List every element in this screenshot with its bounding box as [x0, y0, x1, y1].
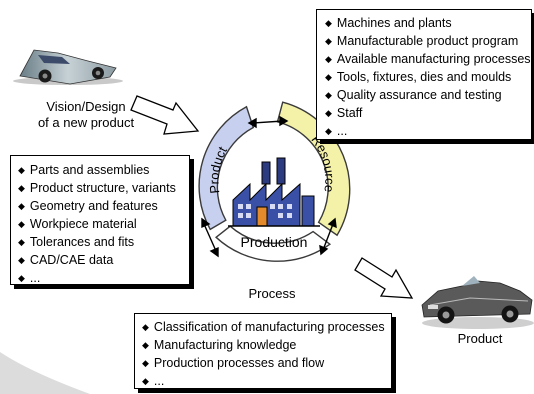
process-item: Classification of manufacturing processe…	[142, 319, 385, 337]
product-item: Product structure, variants	[18, 180, 183, 198]
double-arrow-resource-process	[319, 217, 337, 256]
product-item: Workpiece material	[18, 216, 183, 234]
product-item: Parts and assemblies	[18, 162, 183, 180]
double-arrow-product-resource	[247, 115, 289, 129]
resource-item: Available manufacturing processes	[325, 51, 531, 69]
vision-design-caption: Vision/Design of a new product	[30, 99, 142, 131]
output-arrow	[354, 257, 414, 299]
resource-item: Quality assurance and testing	[325, 87, 525, 105]
production-center-label: Production	[241, 234, 308, 250]
resource-item: Staff	[325, 105, 525, 123]
process-segment	[215, 225, 332, 262]
process-box: Classification of manufacturing processe…	[134, 313, 392, 389]
input-arrow	[130, 95, 200, 135]
product-item: CAD/CAE data	[18, 252, 183, 270]
product-item: ...	[18, 270, 183, 288]
product-box: Parts and assemblies Product structure, …	[10, 155, 190, 285]
resource-item: Manufacturable product program	[325, 33, 525, 51]
double-arrow-product-process	[201, 217, 219, 258]
resource-box: Machines and plants Manufacturable produ…	[316, 9, 532, 140]
resource-item: Tools, fixtures, dies and moulds	[325, 69, 525, 87]
process-item: Manufacturing knowledge	[142, 337, 385, 355]
product-item: Geometry and features	[18, 198, 183, 216]
resource-item: Machines and plants	[325, 15, 525, 33]
factory-icon	[228, 157, 320, 227]
resource-list: Machines and plants Manufacturable produ…	[325, 15, 531, 141]
process-segment-label: Process	[249, 286, 296, 301]
roadster-car-image	[421, 276, 534, 329]
product-segment	[198, 105, 255, 231]
product-item: Tolerances and fits	[18, 234, 183, 252]
background-swoosh	[0, 352, 90, 394]
resource-item: ...	[325, 123, 525, 141]
product-list: Parts and assemblies Product structure, …	[18, 162, 183, 288]
process-item: ...	[142, 373, 385, 391]
process-item: Production processes and flow	[142, 355, 385, 373]
process-list: Classification of manufacturing processe…	[142, 319, 385, 391]
vision-caption-line1: Vision/Design	[46, 99, 126, 114]
vision-caption-line2: of a new product	[37, 115, 135, 130]
concept-car-image	[13, 49, 123, 85]
output-product-caption: Product	[457, 331, 503, 346]
